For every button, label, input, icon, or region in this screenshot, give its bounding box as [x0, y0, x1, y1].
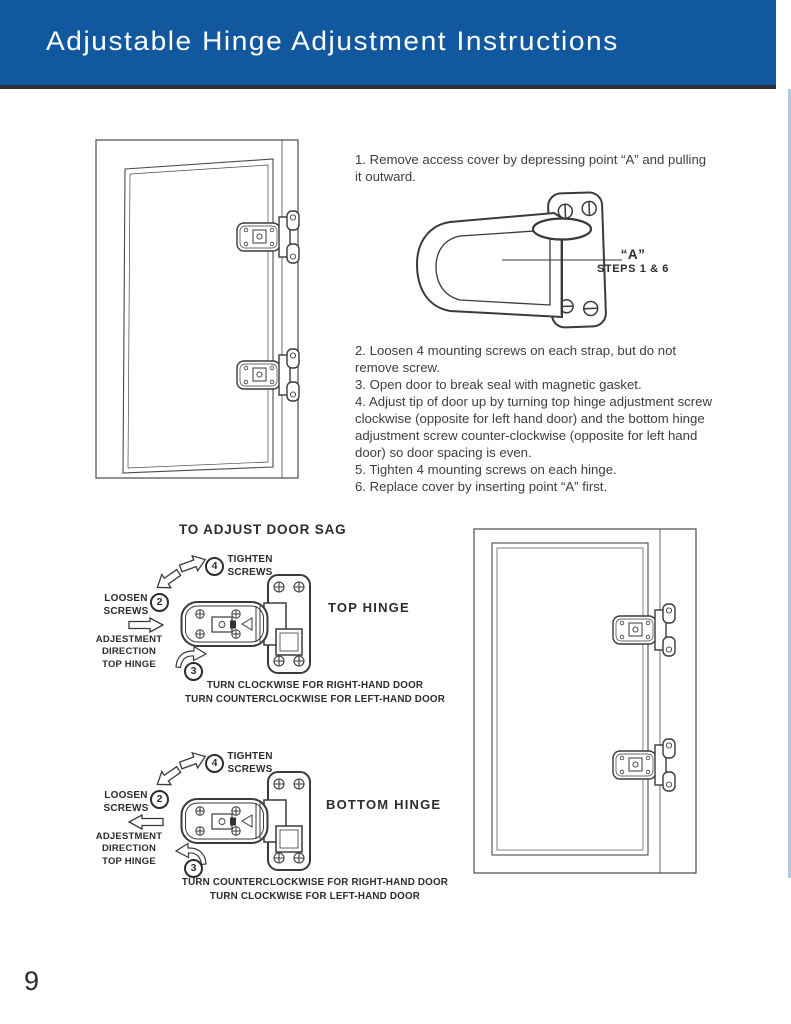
top-hinge-sag-diagram: TIGHTEN SCREWS 4 LOOSEN SCREWS 2 ADJESTM…: [96, 545, 445, 715]
point-a-label: “A”: [620, 247, 646, 262]
instruction-step-5: 5. Tighten 4 mounting screws on each hin…: [355, 462, 617, 478]
top-hinge-label: TOP HINGE: [328, 600, 410, 615]
loosen-screws-label: LOOSEN SCREWS: [103, 790, 149, 814]
step-3-badge: 3: [184, 662, 203, 681]
instruction-step-4: 4. Adjust tip of door up by turning top …: [355, 394, 713, 461]
loosen-screws-label: LOOSEN SCREWS: [103, 593, 149, 617]
step-3-badge: 3: [184, 859, 203, 878]
aligned-door-diagram: [473, 528, 697, 874]
page-title: Adjustable Hinge Adjustment Instructions: [46, 26, 619, 56]
instruction-step-1: 1. Remove access cover by depressing poi…: [355, 152, 707, 185]
right-edge-accent-line: [788, 89, 791, 878]
adjustment-direction-arrow-right-icon: [128, 617, 164, 633]
step-2-badge: 2: [150, 790, 169, 809]
page-number: 9: [24, 966, 41, 996]
step-2-badge: 2: [150, 593, 169, 612]
steps-1-6-label: STEPS 1 & 6: [596, 263, 669, 275]
step-4-badge: 4: [205, 557, 224, 576]
instruction-step-2: 2. Loosen 4 mounting screws on each stra…: [355, 343, 677, 376]
cover-body: [415, 211, 563, 319]
tighten-screws-label: TIGHTEN SCREWS: [227, 554, 273, 578]
header-bar: Adjustable Hinge Adjustment Instructions: [0, 0, 776, 89]
top-hinge-caption: TURN CLOCKWISE FOR RIGHT-HAND DOOR TURN …: [185, 680, 445, 705]
sagging-door-diagram: [95, 139, 300, 479]
instruction-step-3: 3. Open door to break seal with magnetic…: [355, 377, 642, 393]
point-a-callout: “A” STEPS 1 & 6: [586, 247, 680, 275]
pivot-cap: [531, 217, 593, 241]
bottom-hinge-sag-diagram: TIGHTEN SCREWS 4 LOOSEN SCREWS 2 ADJESTM…: [96, 742, 448, 912]
adjustment-direction-label: ADJESTMENT DIRECTION TOP HINGE: [95, 634, 163, 670]
bottom-hinge-caption: TURN COUNTERCLOCKWISE FOR RIGHT-HAND DOO…: [181, 877, 449, 902]
sag-section-heading: TO ADJUST DOOR SAG: [179, 522, 347, 537]
hinge-cover-illustration: [415, 191, 622, 329]
step-4-badge: 4: [205, 754, 224, 773]
instruction-step-6: 6. Replace cover by inserting point “A” …: [355, 479, 608, 495]
instruction-steps-2-6: 2. Loosen 4 mounting screws on each stra…: [355, 342, 717, 495]
bottom-hinge-label: BOTTOM HINGE: [326, 797, 442, 812]
tighten-screws-label: TIGHTEN SCREWS: [227, 751, 273, 775]
adjustment-direction-arrow-left-icon: [128, 814, 164, 830]
adjustment-direction-label: ADJESTMENT DIRECTION TOP HINGE: [95, 831, 163, 867]
